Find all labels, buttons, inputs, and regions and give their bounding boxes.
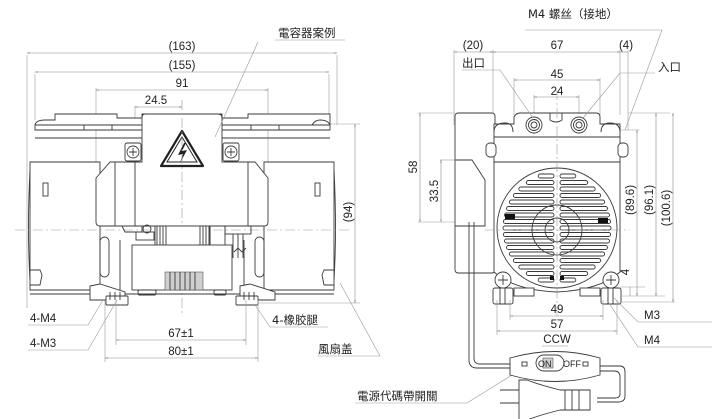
callout-4-m4: 4-M4: [30, 313, 57, 325]
grille-slot: [504, 212, 555, 218]
dim-label-91: 91: [176, 78, 189, 90]
grille-marker: [505, 214, 515, 219]
dim-label-96-1: (96.1): [644, 185, 656, 215]
dim-label-4: (4): [619, 40, 633, 52]
dim-label-45: 45: [551, 69, 564, 81]
dim-label-100-6: (100.6): [661, 190, 673, 227]
grille-slot: [508, 251, 555, 257]
grille-slot: [508, 199, 555, 205]
grille-slot: [525, 271, 555, 276]
grille-slot: [559, 245, 608, 250]
dim-label-80-tol: 80±1: [168, 346, 194, 358]
front-view: [15, 39, 521, 404]
callout-4-m3: 4-M3: [30, 338, 56, 350]
grille-slot: [559, 193, 602, 198]
grille-slot: [559, 199, 606, 205]
dim-label-58: 58: [408, 161, 420, 174]
dim-label-94: (94): [343, 202, 355, 223]
dim-label-49: 49: [551, 304, 564, 316]
grille-slot: [512, 193, 555, 198]
dim-label-24: 24: [551, 86, 564, 98]
dim-label-89-6: (89.6): [625, 185, 637, 215]
dim-label-163: (163): [169, 41, 196, 53]
grille-slot: [559, 206, 608, 211]
dim-label-4-foot: 4: [620, 268, 632, 275]
grille-slot: [518, 186, 555, 192]
grille-slot: [502, 232, 555, 237]
switch-on-label: ON: [538, 359, 552, 369]
grille-marker: [598, 218, 608, 223]
grille-slot: [559, 258, 602, 263]
grille-slot: [506, 206, 555, 211]
grille-slot: [518, 264, 555, 270]
dim-label-33-5: 33.5: [429, 180, 441, 202]
grille-slot: [559, 225, 612, 231]
grille-slot: [559, 238, 610, 244]
grille-slot: [559, 186, 596, 192]
grille-slot: [537, 173, 555, 179]
fan-ribs: [169, 272, 196, 290]
grille-slot: [502, 219, 555, 224]
callout-m3: M3: [644, 310, 660, 322]
grille-marker: [550, 276, 554, 280]
dim-label-57: 57: [551, 319, 564, 331]
grille-slot: [525, 180, 555, 185]
switch-off-label: OFF: [563, 359, 581, 369]
grille-slot: [559, 232, 612, 237]
dim-label-155: (155): [169, 60, 196, 72]
callout-inlet: 入口: [658, 60, 681, 74]
grille-slot: [559, 271, 589, 276]
grille-slot: [504, 238, 555, 244]
callout-fan-cover: 風扇盖: [318, 342, 353, 356]
screw-icon: [124, 142, 142, 162]
callout-ground-screw: M4 螺丝（接地）: [528, 7, 618, 21]
grille-slot: [559, 180, 589, 185]
dim-label-67-side: 67: [551, 40, 564, 52]
grille-slot: [559, 212, 610, 218]
callout-outlet: 出口: [462, 56, 485, 70]
grille-marker: [560, 276, 564, 280]
callout-capacitor-case: 電容器案例: [278, 26, 336, 40]
callout-power-cord-switch: 電源代碼帶開關: [357, 389, 438, 403]
grille-slot: [559, 251, 606, 257]
side-view: [418, 29, 712, 419]
grille-slot: [506, 245, 555, 250]
grille-slot: [559, 264, 596, 270]
dim-label-67-tol: 67±1: [168, 328, 194, 340]
grille-slot: [559, 219, 612, 224]
callout-rubber-feet: 4-橡胶腿: [272, 313, 318, 327]
dim-label-20: (20): [463, 40, 484, 52]
rotation-label: CCW: [543, 334, 571, 346]
grille-slot: [559, 173, 577, 179]
screw-icon: [222, 142, 240, 162]
grille-slot: [512, 258, 555, 263]
callout-m4: M4: [644, 335, 661, 347]
dim-label-24-5: 24.5: [145, 95, 167, 107]
